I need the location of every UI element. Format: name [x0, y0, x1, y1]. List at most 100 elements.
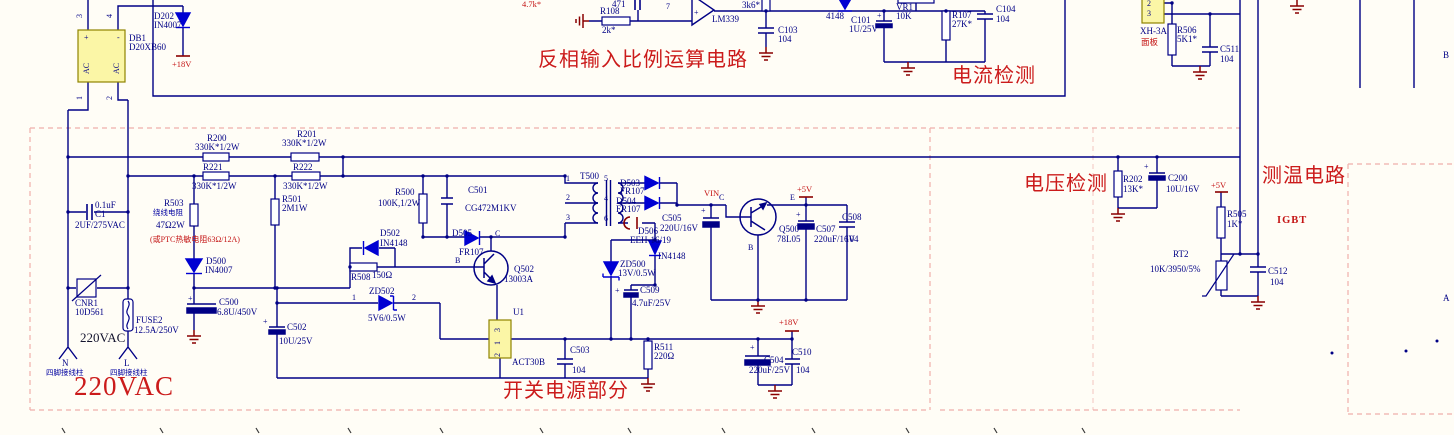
- c511-val: 104: [1220, 54, 1234, 64]
- u1-pin1: 1: [493, 341, 502, 345]
- terminal-n: N: [62, 358, 69, 368]
- bottom-tick-marks: [61, 427, 1086, 434]
- cap-c509: [623, 289, 639, 298]
- c509-plus: +: [615, 286, 620, 295]
- r508-ref: R508: [351, 272, 371, 282]
- c510-val: 104: [796, 365, 810, 375]
- bridge-ac2: AC: [112, 62, 121, 74]
- r511-ref: R511: [654, 342, 674, 352]
- cap-c103: [758, 27, 774, 34]
- q502-ref: Q502: [514, 264, 534, 274]
- zd502-val: 5V6/0.5W: [368, 313, 406, 323]
- rail-5v-q500: +5V: [797, 184, 813, 194]
- c503-val: 104: [572, 365, 586, 375]
- r201-ref: R201: [297, 129, 317, 139]
- vr1-val: 10K: [896, 11, 912, 21]
- d500-ref: D500: [206, 256, 226, 266]
- c200-ref: C200: [1168, 173, 1188, 183]
- resistor-r501: [270, 198, 280, 226]
- c1-val1: 0.1uF: [95, 200, 116, 210]
- mains-label-small: 220VAC: [80, 330, 126, 345]
- t500-pin3: 3: [566, 213, 570, 222]
- r-4k7-val: 4.7k*: [522, 0, 542, 9]
- cap-c200: [1148, 172, 1166, 181]
- r503-ref: R503: [164, 198, 184, 208]
- diode-4148: [838, 0, 852, 12]
- resistor-r108: [601, 16, 631, 26]
- zd502-ref: ZD502: [369, 286, 395, 296]
- conn-ref: XH-3A: [1140, 26, 1167, 36]
- resistors: [189, 0, 1228, 370]
- rail-18v-top: +18V: [172, 59, 192, 69]
- zener-zd500: [602, 261, 620, 281]
- c500-ref: C500: [219, 297, 239, 307]
- d506-ref: D506: [638, 226, 658, 236]
- thermistor-rt2: [1215, 260, 1228, 291]
- junction-dots: [66, 1, 1439, 355]
- c101-ref: C101: [851, 15, 871, 25]
- d504-val: FR107: [616, 204, 641, 214]
- cap-c502: [268, 326, 286, 335]
- resistor-r221: [202, 171, 230, 181]
- c200-val: 10U/16V: [1166, 184, 1200, 194]
- power-symbols: [176, 55, 1228, 332]
- c509-ref: C509: [640, 285, 660, 295]
- q500-pin-b: B: [748, 243, 754, 252]
- c503-ref: C503: [570, 345, 590, 355]
- zener-zd502: [378, 294, 397, 312]
- d202-val: IN4007: [154, 20, 182, 30]
- u1-pin3: 3: [493, 328, 502, 332]
- d504-ref: D504: [616, 196, 636, 206]
- cap-c512: [1250, 266, 1266, 273]
- potentiometer-vr1: [897, 0, 935, 4]
- d-4148-val: 4148: [826, 11, 844, 21]
- r221-val: 330K*1/2W: [192, 181, 237, 191]
- resistor-r200: [202, 152, 230, 162]
- net-a: A: [1443, 293, 1450, 303]
- c510-ref: C510: [792, 347, 812, 357]
- d507-val: IN4148: [658, 251, 686, 261]
- q500-pin-e: E: [790, 193, 795, 202]
- rt2-val: 10K/3950/5%: [1150, 264, 1201, 274]
- r511-val: 220Ω: [654, 351, 675, 361]
- r505-val: 1K*: [1227, 219, 1243, 229]
- c103-val: 104: [778, 34, 792, 44]
- transformer-t500: [592, 180, 624, 226]
- r222-ref: R222: [293, 162, 313, 172]
- vr1-ref: VR1: [896, 2, 914, 12]
- resistor-r202: [1113, 170, 1123, 198]
- r222-val: 330K*1/2W: [283, 181, 328, 191]
- q500-pin-c: C: [719, 193, 725, 202]
- thermistor-rt2-stroke: [1202, 253, 1235, 297]
- r108-val: 2k*: [602, 25, 616, 35]
- cnr1-val: 10D561: [75, 307, 104, 317]
- c511-ref: C511: [1220, 44, 1240, 54]
- q502-pin-b: B: [455, 256, 461, 265]
- t500-pin4: 4: [604, 194, 608, 203]
- r503-note: 绕线电阻: [153, 208, 183, 217]
- c1-val2: 2UF/275VAC: [75, 220, 125, 230]
- zd500-ref: ZD500: [620, 259, 646, 269]
- diode-d502: [362, 239, 379, 257]
- c500-val: 6.8U/450V: [217, 307, 258, 317]
- bridge-plus: +: [84, 33, 89, 42]
- terminal-l-note: 四脚接线柱: [110, 368, 148, 377]
- c500-plus: +: [188, 294, 193, 303]
- cap-c1: [86, 204, 93, 220]
- diode-d500: [184, 258, 204, 275]
- r108-ref: R108: [600, 6, 620, 16]
- c101-val: 1U/25V: [849, 24, 878, 34]
- r201-val: 330K*1/2W: [282, 138, 327, 148]
- diode-d504: [644, 195, 661, 211]
- cnr1-ref: CNR1: [75, 298, 99, 308]
- c505-val: 220U/16V: [660, 223, 698, 233]
- r107-val: 27K*: [952, 19, 972, 29]
- r202-val: 13K*: [1123, 184, 1143, 194]
- cap-c508: [839, 221, 855, 228]
- c512-val: 104: [1270, 277, 1284, 287]
- resistor-r222: [291, 171, 321, 181]
- d500-val: IN4007: [205, 265, 233, 275]
- opamp-lm339: [691, 0, 716, 27]
- r200-ref: R200: [207, 133, 227, 143]
- q502-val: 13003A: [504, 274, 533, 284]
